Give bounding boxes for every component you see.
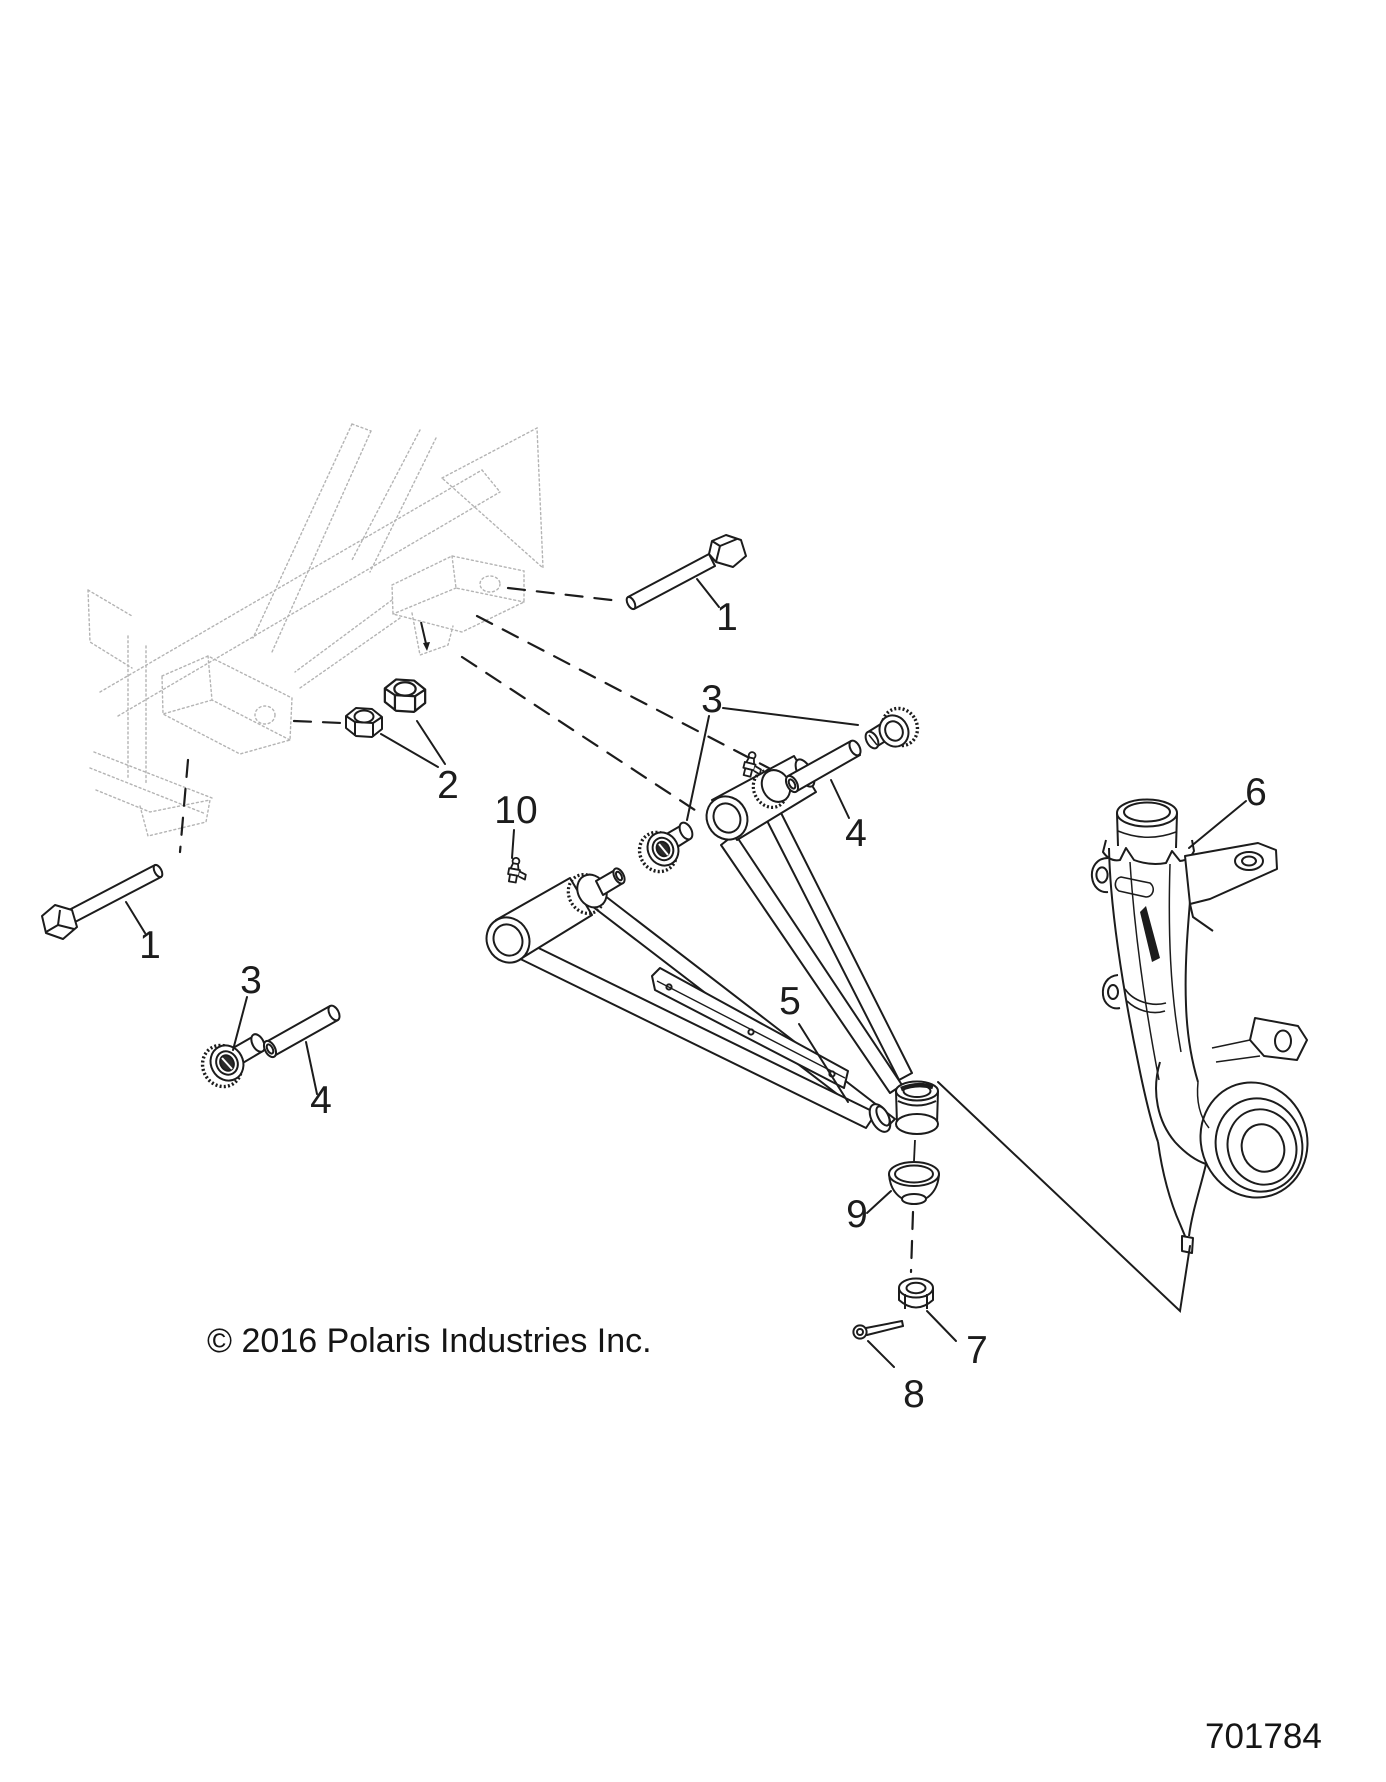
bushing-lower-exploded — [200, 1033, 266, 1089]
sleeve-upper-exploded — [784, 739, 862, 794]
ball-joint-housing — [895, 1080, 939, 1135]
callout-8: 8 — [903, 1373, 925, 1416]
callout-6: 6 — [1245, 771, 1267, 814]
ball-joint-axis-line — [913, 1139, 916, 1162]
lower-a-arm — [485, 867, 896, 1133]
pivot-bolt-upper — [625, 534, 747, 611]
steering-knuckle — [1090, 798, 1309, 1254]
bushing-upper-front-exploded — [637, 821, 694, 874]
callout-1-upper: 1 — [716, 596, 738, 639]
callouts: 1 2 3 4 10 1 3 4 5 6 9 7 8 — [139, 596, 1267, 1416]
callout-9: 9 — [846, 1193, 868, 1236]
callout-4-upper: 4 — [845, 812, 867, 855]
sleeve-lower-exploded — [262, 1004, 341, 1059]
flange-nut-right — [383, 678, 427, 714]
dust-seal — [888, 1161, 940, 1205]
callout-4-lower: 4 — [310, 1079, 332, 1122]
copyright-text: © 2016 Polaris Industries Inc. — [207, 1322, 652, 1360]
callout-3-lower: 3 — [240, 959, 262, 1002]
bushing-upper-rear-exploded — [864, 706, 920, 750]
assembly-dashed-lines — [178, 586, 915, 1274]
leader-lines — [125, 578, 1247, 1368]
ball-joint-nut — [898, 1277, 934, 1309]
callout-10: 10 — [494, 789, 537, 832]
part-number: 701784 — [1205, 1717, 1322, 1756]
pivot-bolt-lower — [41, 863, 164, 940]
flange-nut-left — [345, 707, 383, 738]
cotter-pin — [852, 1320, 904, 1340]
callout-7: 7 — [966, 1329, 988, 1372]
upper-a-arm — [705, 755, 913, 1094]
bracket-pointer — [420, 621, 430, 651]
callout-5: 5 — [779, 980, 801, 1023]
frame-ghost — [87, 423, 544, 837]
callout-2: 2 — [437, 764, 459, 807]
callout-1-lower: 1 — [139, 924, 161, 967]
callout-3-upper: 3 — [701, 678, 723, 721]
grease-fitting-lower-10 — [505, 856, 530, 885]
